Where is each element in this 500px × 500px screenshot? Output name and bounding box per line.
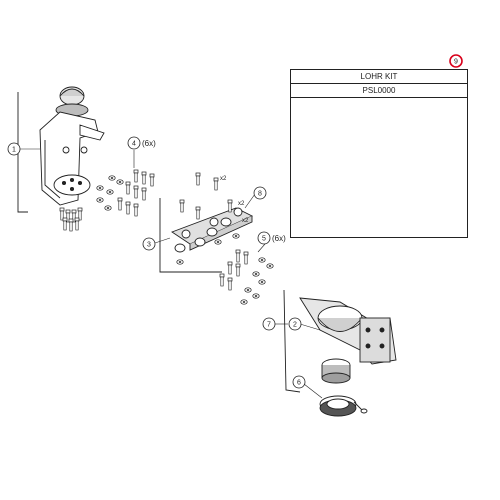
callout-8: 8 — [253, 186, 267, 200]
svg-text:(6x): (6x) — [142, 139, 156, 148]
callout-5: 5 (6x) — [257, 231, 286, 245]
part-2-coupling-housing — [283, 289, 397, 393]
kit-title: LOHR KIT — [291, 70, 467, 84]
callout-2: 2 — [288, 317, 302, 331]
part-5-bolts — [219, 249, 249, 291]
part-1-mounting-bracket — [17, 86, 105, 213]
qty-x2-b: x2 — [238, 201, 245, 207]
svg-text:7: 7 — [267, 322, 271, 329]
svg-text:2: 2 — [293, 322, 297, 329]
svg-text:9: 9 — [454, 59, 458, 66]
svg-text:4: 4 — [132, 141, 136, 148]
part-1-bolt-cluster — [59, 207, 83, 232]
svg-text:6: 6 — [297, 380, 301, 387]
svg-text:(6x): (6x) — [272, 234, 286, 243]
svg-text:1: 1 — [12, 147, 16, 154]
part-3-link-plate — [159, 198, 254, 273]
callout-4: 4 (6x) — [127, 136, 156, 150]
part-7-seal-cap — [321, 358, 351, 384]
svg-text:3: 3 — [147, 242, 151, 249]
part-5-nuts — [240, 257, 274, 305]
qty-x2-c: x2 — [242, 218, 249, 224]
kit-code: PSL0000 — [291, 84, 467, 98]
callout-3: 3 — [142, 237, 156, 251]
svg-text:8: 8 — [258, 191, 262, 198]
part-6-locking-ring — [319, 395, 368, 417]
lohr-kit-box: LOHR KIT PSL0000 — [290, 69, 468, 238]
leader-lines — [20, 148, 323, 399]
callout-6: 6 — [292, 375, 306, 389]
qty-x2-a: x2 — [220, 176, 227, 182]
callout-7: 7 — [262, 317, 276, 331]
callout-1: 1 — [7, 142, 21, 156]
part-4-bolts — [117, 169, 155, 217]
callout-9-highlighted: 9 — [449, 54, 463, 68]
svg-text:5: 5 — [262, 236, 266, 243]
